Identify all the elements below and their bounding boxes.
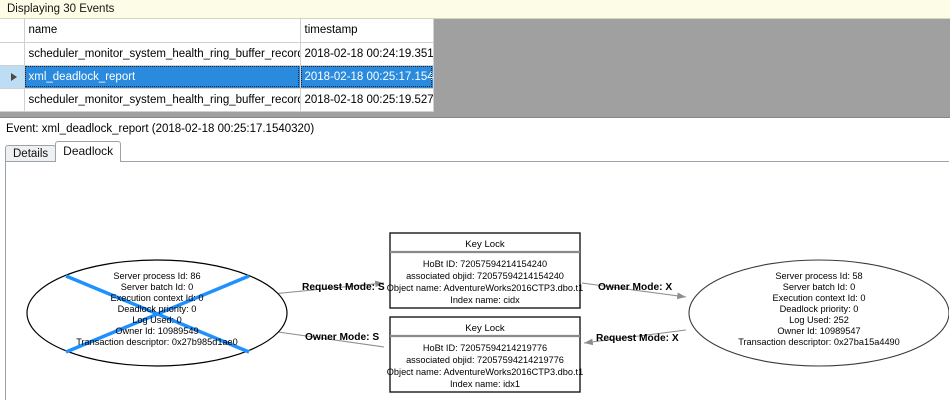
cell-name[interactable]: xml_deadlock_report (24, 65, 301, 89)
resource-top-line-1: associated objid: 72057594214154240 (406, 271, 564, 281)
edge-label-right-owner: Owner Mode: X (598, 282, 672, 293)
process-victim-line-1: Server batch Id: 0 (121, 282, 194, 292)
resource-top-line-2: Object name: AdventureWorks2016CTP3.dbo.… (387, 283, 583, 293)
deadlock-process-victim-node[interactable]: Server process Id: 86 Server batch Id: 0… (26, 259, 288, 367)
process-victim-line-0: Server process Id: 86 (113, 271, 200, 281)
deadlock-edges (261, 280, 687, 348)
edge-right-owner (581, 282, 687, 300)
table-row[interactable]: scheduler_monitor_system_health_ring_buf… (0, 42, 434, 66)
tab-deadlock[interactable]: Deadlock (55, 141, 122, 162)
process-victim-line-2: Execution context Id: 0 (111, 293, 204, 303)
resource-bottom-line-1: associated objid: 72057594214219776 (406, 355, 564, 365)
victim-cross-icon (65, 274, 250, 354)
process-victim-line-5: Owner Id: 10989549 (115, 326, 198, 336)
resource-top-header: Key Lock (465, 239, 505, 250)
edge-label-left-owner: Owner Mode: S (305, 332, 379, 343)
deadlock-edge-labels: Request Mode: S Owner Mode: S Owner Mode… (302, 282, 679, 344)
grid-header-name[interactable]: name (24, 19, 301, 43)
grid-header-timestamp[interactable]: timestamp (300, 19, 434, 43)
row-selector-cell[interactable] (0, 88, 25, 112)
resource-bottom-line-3: Index name: idx1 (450, 379, 520, 389)
row-selector-arrow-icon (10, 72, 17, 81)
cell-timestamp[interactable]: 2018-02-18 00:24:19.3516078 (300, 42, 434, 66)
table-row[interactable]: xml_deadlock_report 2018-02-18 00:25:17.… (0, 65, 434, 89)
cell-timestamp[interactable]: 2018-02-18 00:25:17.1540320 (300, 65, 434, 89)
resource-top-line-0: HoBt ID: 72057594214154240 (423, 259, 547, 269)
grid-header-selector (0, 19, 25, 43)
cell-name[interactable]: scheduler_monitor_system_health_ring_buf… (24, 88, 301, 112)
displaying-events-banner: Displaying 30 Events (0, 0, 950, 19)
edge-label-left-request: Request Mode: S (302, 282, 385, 293)
process-victim-line-4: Log Used: 0 (132, 315, 182, 325)
events-grid-panel[interactable]: name timestamp scheduler_monitor_system_… (0, 19, 950, 118)
cell-name[interactable]: scheduler_monitor_system_health_ring_buf… (24, 42, 301, 66)
process-survivor-line-2: Execution context Id: 0 (773, 293, 866, 303)
row-selector-cell[interactable] (0, 65, 25, 89)
process-victim-line-3: Deadlock priority: 0 (118, 304, 197, 314)
process-survivor-line-5: Owner Id: 10989547 (777, 326, 860, 336)
detail-tabstrip[interactable]: Details Deadlock (0, 139, 950, 162)
resource-bottom-box[interactable] (389, 316, 581, 393)
process-victim-line-6: Transaction descriptor: 0x27b985d1ae0 (76, 337, 238, 347)
deadlock-resource-bottom-node[interactable]: Key Lock HoBt ID: 72057594214219776 asso… (387, 316, 583, 393)
events-grid[interactable]: name timestamp scheduler_monitor_system_… (0, 19, 434, 112)
resource-bottom-line-2: Object name: AdventureWorks2016CTP3.dbo.… (387, 367, 583, 377)
deadlock-process-survivor-node[interactable]: Server process Id: 58 Server batch Id: 0… (688, 259, 949, 367)
resource-top-box[interactable] (389, 232, 581, 309)
process-survivor-line-6: Transaction descriptor: 0x27ba15a4490 (738, 337, 900, 347)
process-survivor-line-0: Server process Id: 58 (775, 271, 862, 281)
grid-header-row: name timestamp (0, 19, 434, 43)
table-row[interactable]: scheduler_monitor_system_health_ring_buf… (0, 88, 434, 112)
cell-timestamp[interactable]: 2018-02-18 00:25:19.5276859 (300, 88, 434, 112)
edge-left-request (261, 280, 385, 296)
row-selector-cell[interactable] (0, 42, 25, 66)
edge-left-owner (263, 327, 385, 348)
resource-bottom-header: Key Lock (465, 323, 505, 334)
edge-right-request (583, 329, 687, 346)
edge-label-right-request: Request Mode: X (596, 333, 679, 344)
event-detail-title: Event: xml_deadlock_report (2018-02-18 0… (6, 123, 315, 135)
process-survivor-line-4: Log Used: 252 (789, 315, 849, 325)
event-detail-header: Event: xml_deadlock_report (2018-02-18 0… (0, 119, 950, 139)
resource-bottom-line-0: HoBt ID: 72057594214219776 (423, 343, 547, 353)
process-survivor-ellipse[interactable] (688, 259, 949, 367)
process-survivor-line-3: Deadlock priority: 0 (780, 304, 859, 314)
process-survivor-line-1: Server batch Id: 0 (783, 282, 856, 292)
deadlock-graph-canvas[interactable]: Server process Id: 86 Server batch Id: 0… (5, 161, 949, 400)
deadlock-resource-top-node[interactable]: Key Lock HoBt ID: 72057594214154240 asso… (387, 232, 583, 309)
resource-top-line-3: Index name: cidx (450, 295, 520, 305)
displaying-events-label: Displaying 30 Events (7, 3, 115, 15)
tab-details[interactable]: Details (5, 145, 57, 162)
